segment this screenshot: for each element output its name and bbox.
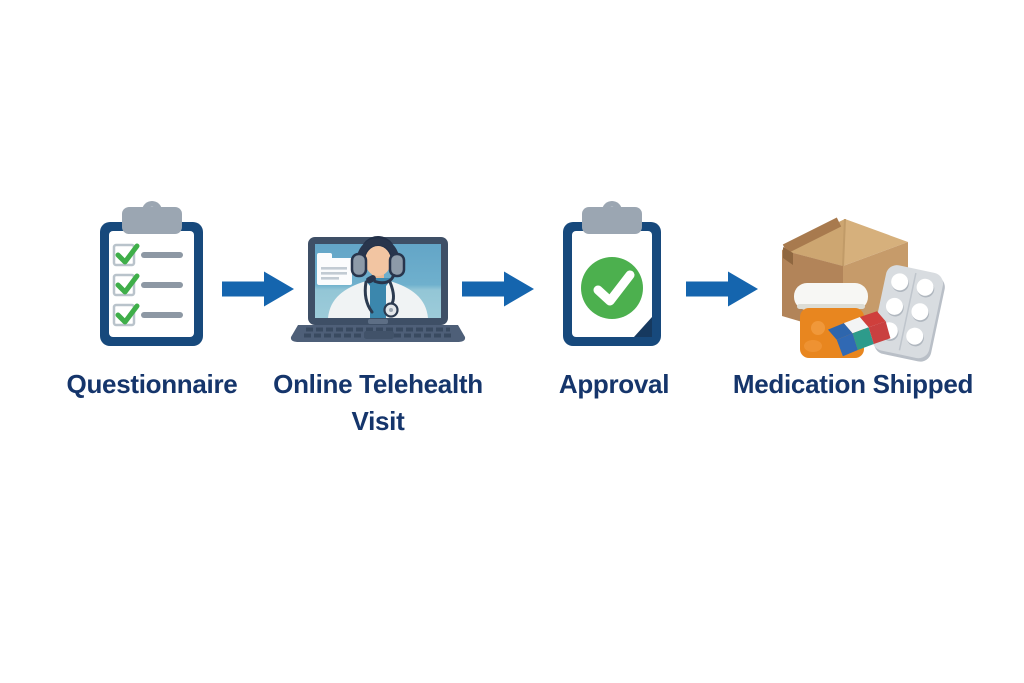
check-circle-icon xyxy=(581,257,643,319)
trackpad xyxy=(364,331,394,339)
mic-icon xyxy=(366,275,377,284)
step-label-medication-shipped: Medication Shipped xyxy=(732,369,974,399)
document-icon xyxy=(317,253,352,285)
step-label-questionnaire: Questionnaire xyxy=(66,369,238,399)
medication-box-icon xyxy=(827,311,891,357)
folded-corner xyxy=(634,317,652,337)
medication-package-icon xyxy=(782,217,945,362)
arrow-right-icon xyxy=(222,271,294,307)
clipboard-checklist-icon xyxy=(100,201,203,346)
arrow-right-icon xyxy=(686,271,758,307)
mic-boom xyxy=(373,273,396,285)
step-label-approval: Approval xyxy=(558,369,670,399)
laptop-telehealth-doctor-icon xyxy=(290,236,466,342)
stethoscope-icon xyxy=(363,280,374,314)
blister-pack-icon xyxy=(872,265,945,362)
clipboard-approved-icon xyxy=(563,201,661,346)
arrow-right-icon xyxy=(462,271,534,307)
step-label-online-telehealth-visit: Online Telehealth Visit xyxy=(273,369,483,436)
doctor-head xyxy=(350,236,406,285)
